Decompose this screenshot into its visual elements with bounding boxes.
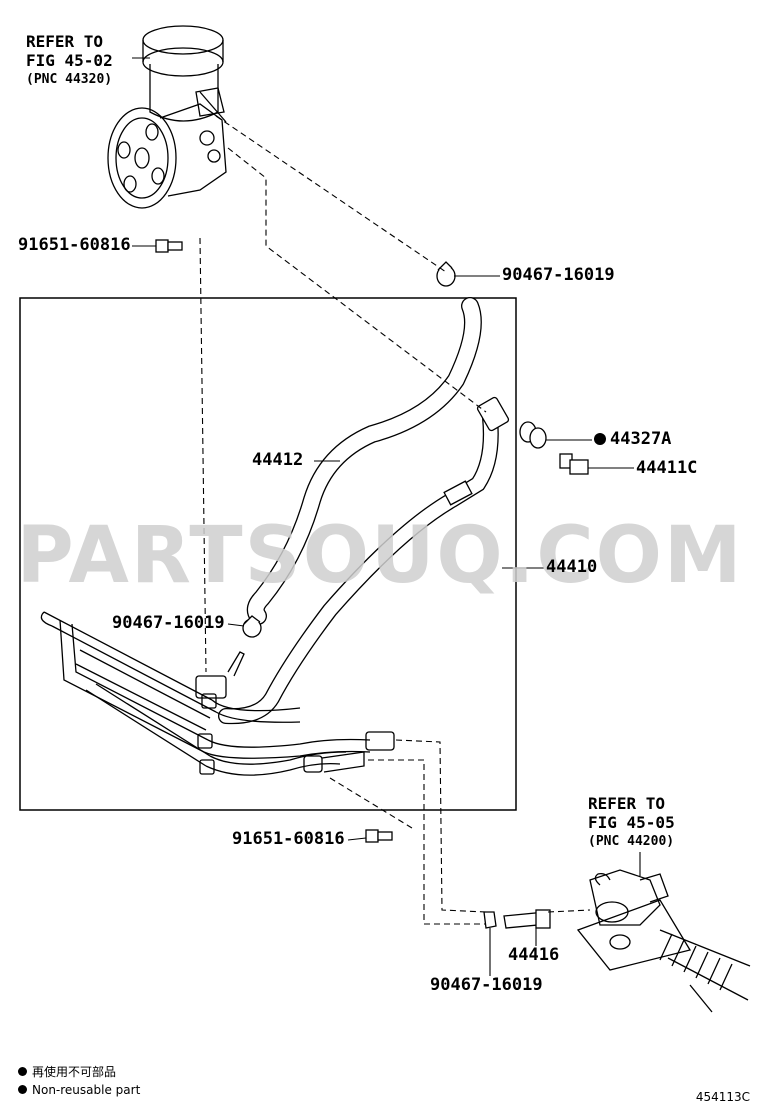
- label-pressure-tube[interactable]: 44410: [546, 557, 598, 577]
- legend-english: Non-reusable part: [18, 1082, 140, 1098]
- label-gasket[interactable]: 44327A: [594, 430, 671, 449]
- reference-bottom-line1: REFER TO: [588, 794, 666, 813]
- non-reusable-dot-icon: [594, 433, 606, 445]
- reference-top-line2: FIG 45-02: [26, 51, 113, 70]
- reference-note-bottom: REFER TO FIG 45-05 (PNC 44200): [588, 794, 675, 851]
- reference-bottom-line2: FIG 45-05: [588, 813, 675, 832]
- reference-top-line1: REFER TO: [26, 32, 104, 51]
- reference-top-line3: (PNC 44320): [26, 72, 113, 87]
- label-return-hose[interactable]: 44412: [252, 450, 304, 470]
- label-clamp-mid[interactable]: 90467-16019: [112, 613, 225, 633]
- steering-gear: [576, 869, 751, 1013]
- label-bolt-bottom[interactable]: 91651-60816: [232, 829, 345, 849]
- legend-line1: 再使用不可部品: [32, 1065, 117, 1079]
- assembly-box: [19, 297, 517, 811]
- reference-bottom-line3: (PNC 44200): [588, 834, 675, 849]
- legend-japanese: 再使用不可部品: [18, 1064, 116, 1080]
- bullet-icon: [18, 1067, 27, 1076]
- label-union[interactable]: 44416: [508, 945, 560, 965]
- figure-code: 454113C: [695, 1090, 750, 1104]
- label-union-bolt[interactable]: 44411C: [636, 458, 698, 478]
- bullet-icon: [18, 1085, 27, 1094]
- label-leaders: [132, 57, 641, 976]
- small-parts: [155, 239, 589, 929]
- label-clamp-bottom[interactable]: 90467-16019: [430, 975, 543, 995]
- label-gasket-text: 44327A: [610, 429, 672, 449]
- label-bolt-top[interactable]: 91651-60816: [18, 235, 131, 255]
- cooler-tubes: [40, 611, 395, 776]
- reference-note-top: REFER TO FIG 45-02 (PNC 44320): [26, 32, 113, 89]
- watermark: PARTSOUQ.COM: [16, 511, 744, 601]
- dashed-leaders: [199, 115, 591, 925]
- power-steering-pump: [107, 25, 227, 209]
- legend-line2: Non-reusable part: [32, 1083, 141, 1097]
- label-clamp-top[interactable]: 90467-16019: [502, 265, 615, 285]
